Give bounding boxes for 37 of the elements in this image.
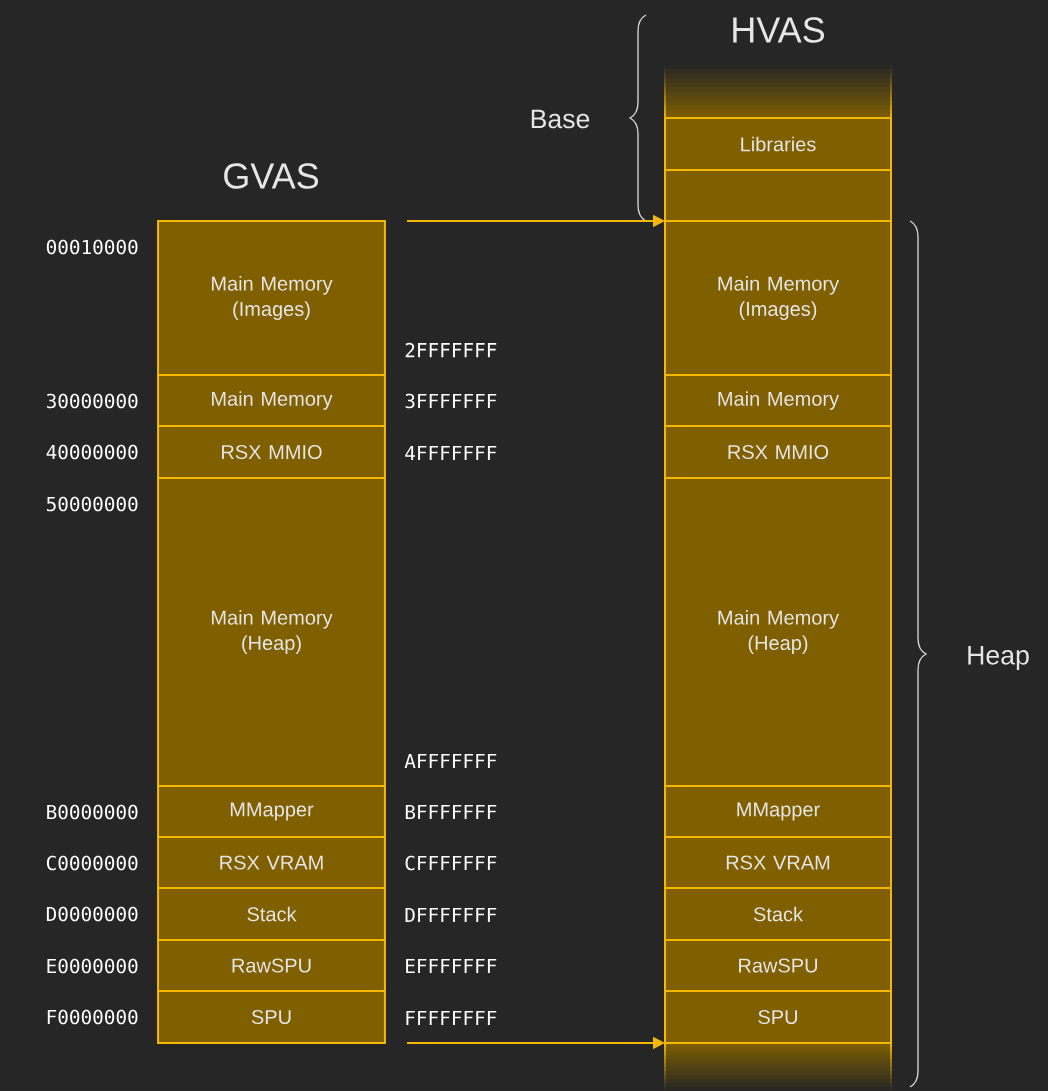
memory-region-box: Main Memory — [157, 374, 386, 427]
memory-region-box: RawSPU — [664, 939, 892, 992]
address-label: E0000000 — [47, 958, 138, 974]
memory-region-box: RSX MMIO — [157, 425, 386, 479]
memory-region-box: RSX VRAM — [664, 836, 892, 889]
address-label: 00010000 — [46, 239, 138, 255]
address-label: 50000000 — [47, 496, 138, 512]
address-label: 40000000 — [46, 444, 138, 460]
memory-region-box: RawSPU — [157, 939, 386, 992]
memory-region-box: SPU — [664, 990, 892, 1044]
memory-region-box: MMapper — [664, 785, 892, 838]
address-label: CFFFFFFF — [405, 855, 497, 871]
address-label: FFFFFFFF — [406, 1010, 497, 1026]
address-label: 30000000 — [46, 393, 138, 409]
memory-region-box: Stack — [157, 887, 386, 941]
address-label: B0000000 — [47, 804, 138, 820]
address-label: D0000000 — [46, 906, 138, 922]
address-label: C0000000 — [46, 855, 138, 871]
brace-label: Heap — [968, 646, 1029, 670]
memory-region-box: RSX VRAM — [157, 836, 386, 889]
address-label: DFFFFFFF — [405, 907, 497, 923]
column-title: HVAS — [733, 17, 825, 43]
address-label: 2FFFFFFF — [405, 342, 497, 358]
memory-region-box: RSX MMIO — [664, 425, 892, 479]
address-label: F0000000 — [47, 1009, 138, 1025]
address-label: 4FFFFFFF — [405, 445, 497, 461]
memory-region-box: SPU — [157, 990, 386, 1044]
address-label: 3FFFFFFF — [405, 393, 497, 409]
memory-region-box: Libraries — [664, 117, 892, 171]
memory-region-box — [664, 169, 892, 222]
address-label: EFFFFFFF — [406, 958, 497, 974]
brace-label: Base — [531, 109, 590, 129]
memory-region-box: Main Memory — [664, 374, 892, 427]
memory-region-box: MMapper — [157, 785, 386, 838]
memory-region-box: Stack — [664, 887, 892, 941]
address-label: BFFFFFFF — [405, 804, 497, 820]
address-label: AFFFFFFF — [404, 753, 497, 769]
